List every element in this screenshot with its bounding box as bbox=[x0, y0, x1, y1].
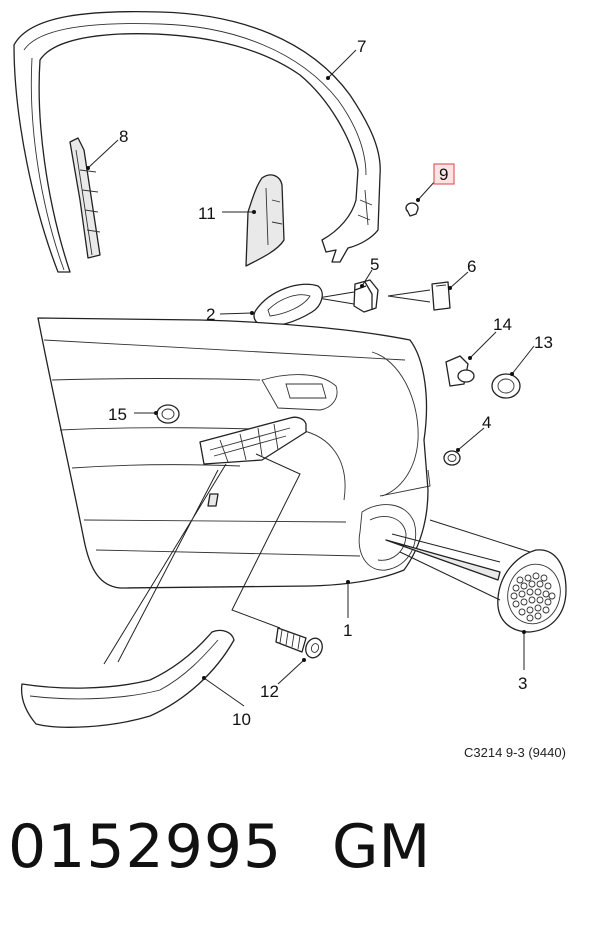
part-7-window-frame-seal bbox=[13, 10, 381, 273]
part-3-speaker-grille bbox=[385, 519, 567, 633]
leader-12-bracket bbox=[231, 453, 301, 629]
part-15-grommet bbox=[156, 404, 180, 424]
part-number: 0152995 bbox=[8, 812, 283, 882]
part-4-grommet bbox=[443, 450, 461, 466]
diagram-reference-code: C3214 9-3 (9440) bbox=[464, 745, 566, 760]
callout-11: 11 bbox=[198, 204, 216, 223]
part-8-seal-strip bbox=[69, 137, 101, 259]
callout-15: 15 bbox=[108, 405, 127, 424]
callout-14: 14 bbox=[493, 315, 512, 334]
part-11-bracket bbox=[245, 174, 285, 267]
part-10-lower-trim-strip bbox=[20, 629, 235, 728]
part-6-pad bbox=[431, 281, 451, 311]
leader-8 bbox=[87, 139, 119, 169]
callout-6: 6 bbox=[467, 257, 476, 276]
leader-9 bbox=[417, 179, 437, 201]
leader-10 bbox=[203, 677, 245, 707]
part-2-door-handle bbox=[253, 283, 323, 328]
leader-6 bbox=[449, 271, 469, 289]
callout-4: 4 bbox=[482, 413, 491, 432]
part-14-push-clip bbox=[445, 355, 475, 387]
callout-9: 9 bbox=[439, 165, 448, 184]
part-13-plug bbox=[491, 373, 521, 399]
callout-7: 7 bbox=[357, 37, 366, 56]
leader-arrowheads bbox=[86, 76, 526, 680]
leader-2 bbox=[219, 312, 253, 315]
leader-5 bbox=[361, 269, 373, 287]
armrest-switch-bezel bbox=[199, 416, 307, 465]
callout-5: 5 bbox=[370, 255, 379, 274]
leader-7 bbox=[327, 49, 357, 79]
leader-12 bbox=[277, 659, 305, 685]
callout-8: 8 bbox=[119, 127, 128, 146]
part-5-clip-connector bbox=[353, 279, 379, 313]
callout-3: 3 bbox=[518, 674, 527, 693]
leader-lines bbox=[87, 49, 535, 707]
leader-4 bbox=[457, 427, 485, 451]
door-panel-exploded-diagram: 7 8 9 11 2 5 6 14 13 15 4 1 3 10 12 bbox=[13, 10, 567, 729]
callout-10: 10 bbox=[232, 710, 251, 729]
assembly-arrows bbox=[317, 289, 431, 305]
callout-1: 1 bbox=[343, 621, 352, 640]
callout-9-highlight bbox=[433, 163, 455, 185]
callout-12: 12 bbox=[260, 682, 279, 701]
manufacturer-name: GM bbox=[332, 812, 431, 882]
part-12-screw bbox=[275, 627, 323, 659]
speaker-grille-mesh bbox=[510, 572, 556, 622]
callout-13: 13 bbox=[534, 333, 553, 352]
callout-2: 2 bbox=[206, 305, 215, 324]
assembly-guide-lines bbox=[103, 463, 227, 665]
callout-labels: 7 8 9 11 2 5 6 14 13 15 4 1 3 10 12 bbox=[108, 37, 553, 729]
part-9-clip bbox=[405, 202, 419, 217]
leader-13 bbox=[511, 345, 535, 375]
leader-14 bbox=[469, 331, 497, 359]
